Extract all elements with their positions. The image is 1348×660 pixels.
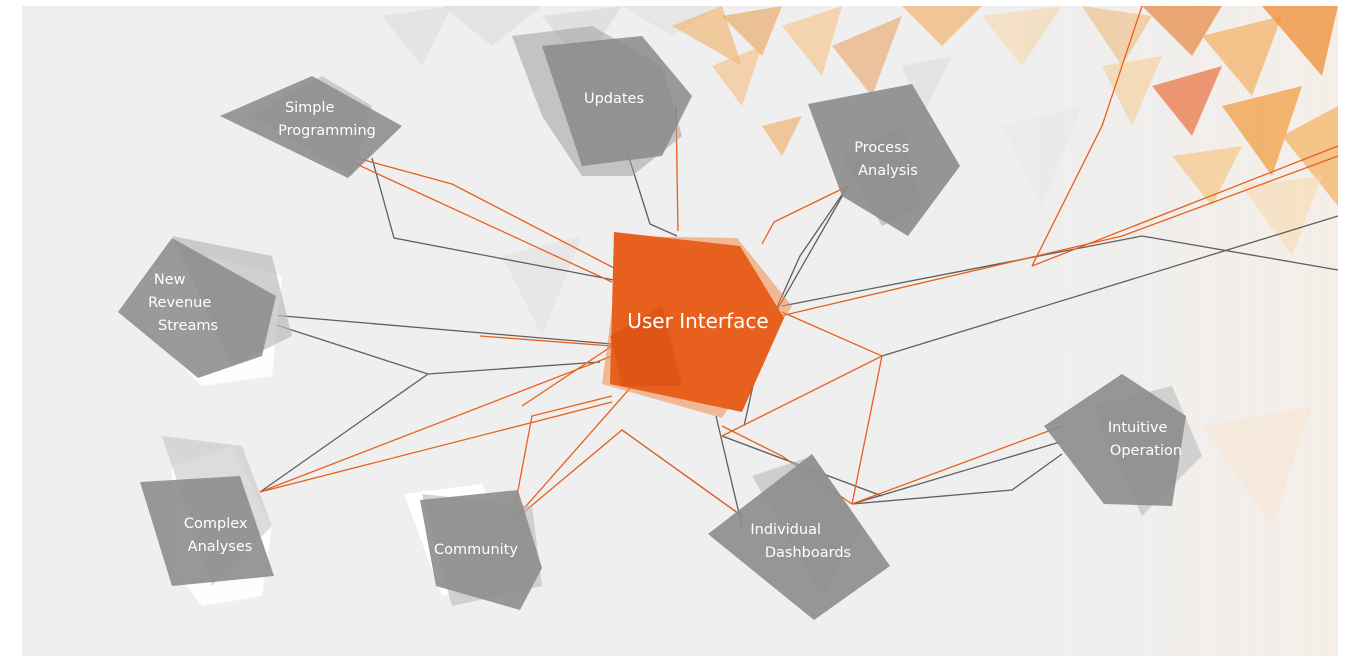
- label-community: Community: [434, 542, 518, 558]
- diagram-canvas: Updates Simple Programming Process Analy…: [22, 6, 1338, 656]
- node-process-analysis[interactable]: Process Analysis: [808, 84, 960, 236]
- node-complex-analyses[interactable]: Complex Analyses: [140, 436, 274, 606]
- topic-nodes: Updates Simple Programming Process Analy…: [118, 26, 1202, 620]
- network-diagram: Updates Simple Programming Process Analy…: [118, 6, 1338, 656]
- label-user-interface: User Interface: [627, 309, 768, 333]
- label-complex-analyses: Complex Analyses: [184, 516, 252, 555]
- connector-line: [511, 429, 743, 523]
- background-shards: [382, 6, 1338, 656]
- connector-line: [721, 355, 883, 437]
- label-updates: Updates: [584, 91, 644, 107]
- node-simple-programming[interactable]: Simple Programming: [220, 76, 402, 178]
- connector-line: [341, 153, 615, 269]
- connector-line: [511, 395, 613, 523]
- connector-line: [781, 235, 1338, 307]
- connector-line: [881, 215, 1338, 357]
- connector-line: [259, 355, 613, 493]
- node-user-interface[interactable]: User Interface: [602, 232, 792, 418]
- node-new-revenue-streams[interactable]: New Revenue Streams: [118, 236, 292, 386]
- node-community[interactable]: Community: [404, 484, 542, 610]
- connector-line: [371, 157, 615, 281]
- connector-line: [771, 155, 1338, 319]
- connector-line: [511, 385, 633, 523]
- label-individual-dashboards: Individual Dashboards: [750, 522, 851, 561]
- connection-lines: [235, 6, 1338, 527]
- connector-line: [1031, 145, 1338, 267]
- connector-line: [259, 373, 429, 493]
- label-process-analysis: Process Analysis: [854, 140, 918, 179]
- node-intuitive-operation[interactable]: Intuitive Operation: [1044, 374, 1202, 516]
- connector-line: [851, 425, 1063, 505]
- connector-line: [1031, 6, 1143, 267]
- node-individual-dashboards[interactable]: Individual Dashboards: [708, 454, 890, 620]
- connector-line: [235, 311, 613, 345]
- label-simple-programming: Simple Programming: [278, 100, 376, 139]
- connector-line: [351, 161, 613, 283]
- connector-line: [851, 441, 1061, 505]
- label-new-revenue-streams: New Revenue Streams: [148, 272, 218, 334]
- connector-line: [259, 401, 613, 493]
- connector-line: [479, 335, 614, 407]
- connector-line: [715, 415, 743, 527]
- node-updates[interactable]: Updates: [512, 26, 692, 176]
- connector-line: [761, 185, 849, 245]
- label-intuitive-operation: Intuitive Operation: [1108, 420, 1182, 459]
- connector-line: [851, 453, 1063, 505]
